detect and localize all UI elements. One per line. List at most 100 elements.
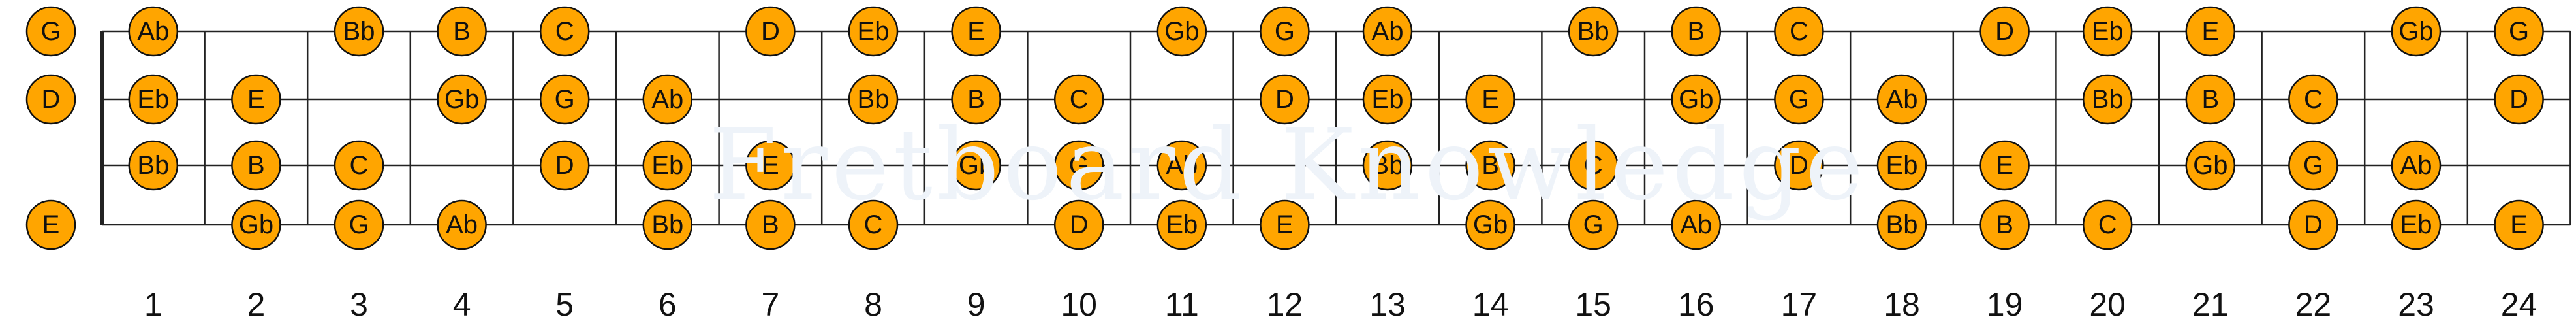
note-circle	[2288, 199, 2338, 250]
note-label: C	[350, 151, 369, 180]
note-circle	[745, 6, 796, 57]
fret-note: D	[745, 6, 796, 57]
note-circle	[539, 6, 590, 57]
fret-note: Gb	[1671, 74, 1722, 125]
fret-note: Gb	[951, 140, 1001, 191]
fret-note: Eb	[1156, 199, 1207, 250]
note-circle	[25, 74, 76, 125]
note-label: Gb	[1473, 210, 1508, 239]
note-label: Ab	[1886, 85, 1918, 114]
fret-note: Ab	[2391, 140, 2442, 191]
note-label: Gb	[2398, 17, 2433, 46]
note-circle	[1465, 74, 1515, 125]
note-label: Bb	[137, 151, 169, 180]
fret-note: E	[1260, 199, 1310, 250]
note-label: Eb	[1886, 151, 1918, 180]
note-circle	[334, 6, 384, 57]
fret-note: Ab	[437, 199, 487, 250]
note-circle	[1465, 140, 1515, 191]
note-label: C	[1790, 17, 1808, 46]
note-circle	[231, 74, 281, 125]
note-circle	[2082, 74, 2133, 125]
note-circle	[2185, 140, 2236, 191]
note-circle	[1568, 199, 1619, 250]
note-circle	[848, 74, 899, 125]
fret-note: Gb	[2391, 6, 2442, 57]
fret-note: D	[539, 140, 590, 191]
note-circle	[2391, 199, 2442, 250]
note-circle	[1876, 199, 1927, 250]
note-label: C	[2098, 210, 2117, 239]
note-label: Gb	[239, 210, 273, 239]
note-circle	[1774, 6, 1824, 57]
fret-note: Bb	[848, 74, 899, 125]
note-label: C	[555, 17, 574, 46]
fret-note: D	[1260, 74, 1310, 125]
fret-note: Gb	[231, 199, 281, 250]
note-circle	[2391, 6, 2442, 57]
note-circle	[951, 6, 1001, 57]
note-label: Bb	[1577, 17, 1609, 46]
note-circle	[642, 74, 693, 125]
fret-number-label: 10	[1061, 286, 1097, 323]
fret-number-label: 18	[1884, 286, 1920, 323]
note-label: C	[864, 210, 883, 239]
note-label: Ab	[1166, 151, 1198, 180]
note-circle	[1465, 199, 1515, 250]
fret-number-label: 23	[2398, 286, 2434, 323]
note-label: B	[247, 151, 265, 180]
fret-note: G	[2288, 140, 2338, 191]
note-circle	[334, 199, 384, 250]
note-label: G	[40, 17, 61, 46]
note-label: Bb	[2092, 85, 2124, 114]
note-circle	[2185, 74, 2236, 125]
fret-note: B	[1979, 199, 2030, 250]
note-label: Ab	[651, 85, 683, 114]
note-label: G	[2509, 17, 2529, 46]
note-circle	[951, 74, 1001, 125]
fret-note: G	[1568, 199, 1619, 250]
note-label: E	[1996, 151, 2013, 180]
note-label: Bb	[1372, 151, 1404, 180]
note-circle	[1260, 6, 1310, 57]
note-label: G	[1275, 17, 1295, 46]
fret-number-label: 19	[1987, 286, 2023, 323]
note-label: Bb	[858, 85, 890, 114]
fret-number-label: 14	[1472, 286, 1509, 323]
note-label: B	[762, 210, 779, 239]
fret-note: B	[745, 199, 796, 250]
note-circle	[1774, 74, 1824, 125]
note-label: Eb	[858, 17, 890, 46]
fret-note: Ab	[128, 6, 179, 57]
note-label: Ab	[1680, 210, 1712, 239]
note-circle	[539, 140, 590, 191]
fret-note: D	[2288, 199, 2338, 250]
note-circle	[1671, 199, 1722, 250]
fret-note: Bb	[642, 199, 693, 250]
note-circle	[25, 199, 76, 250]
note-circle	[848, 6, 899, 57]
note-label: Gb	[444, 85, 479, 114]
fret-note: D	[1053, 199, 1104, 250]
note-circle	[1774, 140, 1824, 191]
fret-note: B	[1465, 140, 1515, 191]
note-label: D	[42, 85, 61, 114]
note-label: D	[1995, 17, 2014, 46]
fret-note: Bb	[1568, 6, 1619, 57]
note-label: B	[967, 85, 985, 114]
note-label: E	[2201, 17, 2219, 46]
fret-number-label: 6	[659, 286, 677, 323]
fret-note: C	[2288, 74, 2338, 125]
note-circle	[1156, 140, 1207, 191]
note-label: B	[2201, 85, 2219, 114]
note-circle	[2185, 6, 2236, 57]
note-circle	[2082, 6, 2133, 57]
fret-note: Eb	[2391, 199, 2442, 250]
note-circle	[2494, 74, 2544, 125]
note-circle	[128, 140, 179, 191]
note-circle	[642, 140, 693, 191]
fretboard-lines	[100, 30, 2571, 226]
fret-number-label: 3	[350, 286, 368, 323]
note-circle	[1671, 74, 1722, 125]
